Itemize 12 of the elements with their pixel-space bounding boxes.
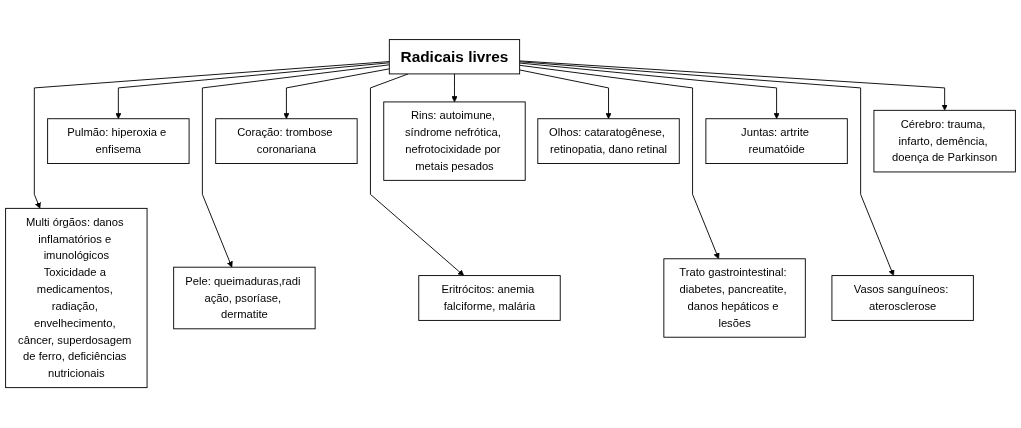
node-box: Multi órgãos: danos inflamatórios e imunológicos Toxicidade a medicamentos, radiação, envelhecimento, câncer, superdosagem de ferro, deficiências nutricionais [5,208,148,389]
node-box: Radicais livres [388,39,521,75]
node-box: Olhos: cataratogênese, retinopatia, dano retinal [537,118,680,165]
node-box: Pele: queimaduras,radi ação, psoríase, dermatite [173,267,316,330]
node-box: Coração: trombose coronariana [215,118,358,165]
node-box: Vasos sanguíneos: aterosclerose [831,275,974,322]
node-box: Rins: autoimune, síndrome nefrótica, nefrotocixidade por metais pesados [383,101,526,182]
node-box: Cérebro: trauma, infarto, demência, doença de Parkinson [873,110,1016,173]
node-box: Eritrócitos: anemia falciforme, malária [418,275,561,322]
node-box: Pulmão: hiperoxia e enfisema [47,118,190,165]
node-box: Juntas: artrite reumatóide [705,118,848,165]
node-box: Trato gastrointestinal: diabetes, pancreatite, danos hepáticos e lesões [663,258,806,339]
